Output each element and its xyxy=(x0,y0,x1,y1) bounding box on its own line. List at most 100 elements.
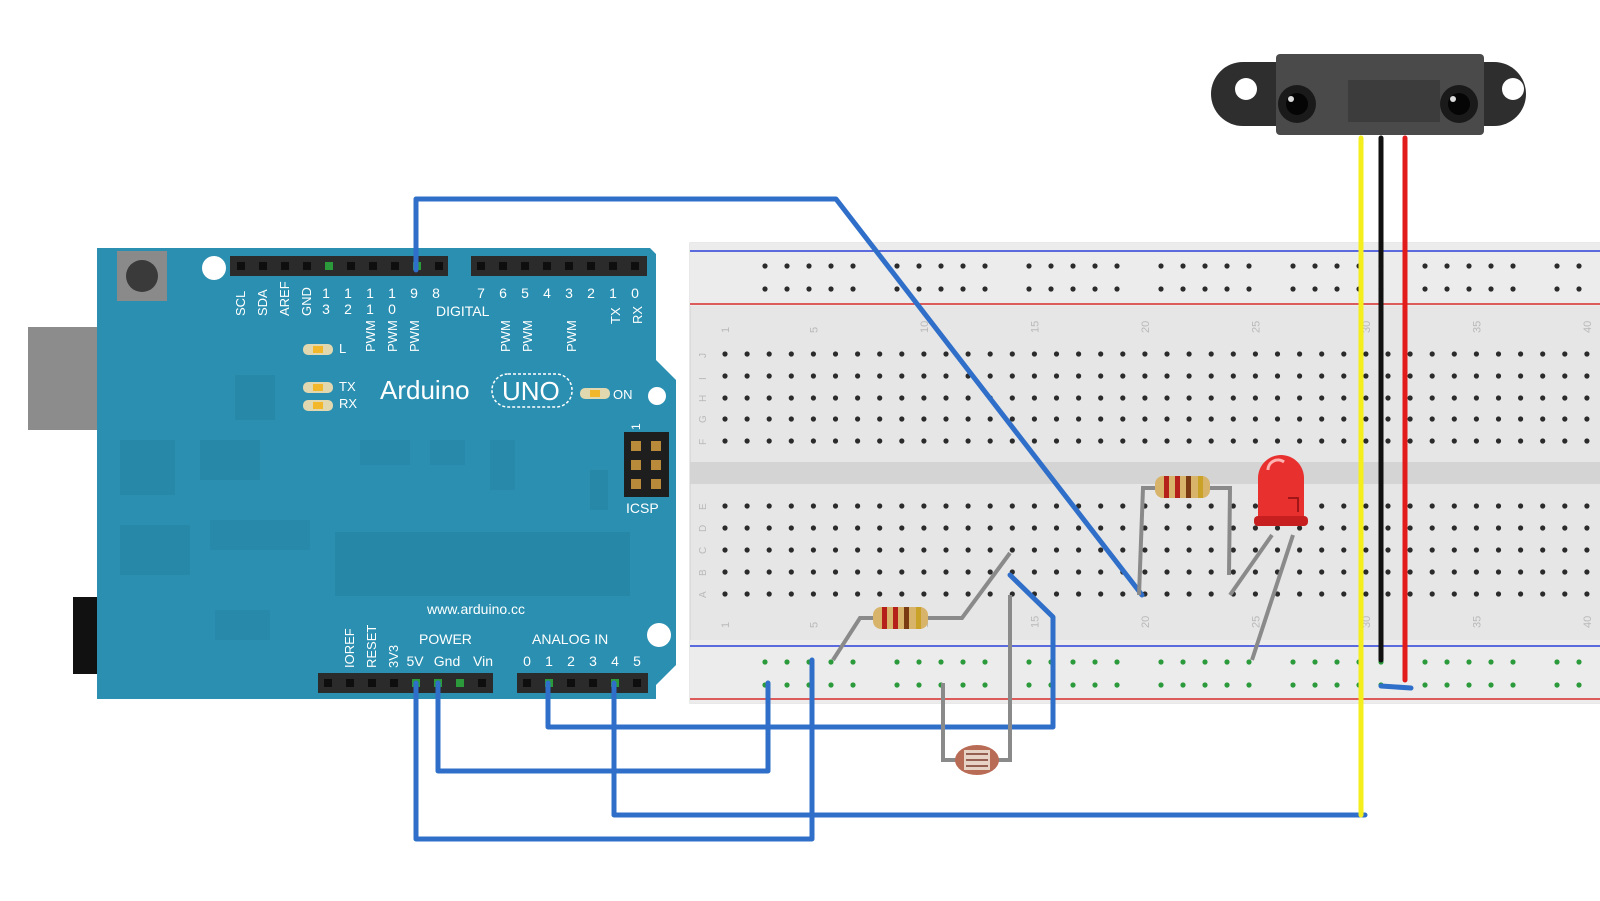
rail-hole-connected xyxy=(762,659,768,665)
breadboard-hole xyxy=(899,591,905,597)
breadboard-hole xyxy=(722,416,728,422)
breadboard-hole xyxy=(1142,438,1148,444)
header-pins xyxy=(237,262,641,687)
breadboard-hole xyxy=(1473,438,1479,444)
rail-hole xyxy=(1246,263,1252,269)
rail-hole xyxy=(982,286,988,292)
breadboard-hole xyxy=(877,547,883,553)
breadboard-hole xyxy=(1540,503,1546,509)
icsp-header xyxy=(624,432,669,497)
breadboard-hole xyxy=(1076,395,1082,401)
rail-hole-connected xyxy=(784,682,790,688)
breadboard-hole xyxy=(1429,591,1435,597)
breadboard-column-number: 20 xyxy=(1140,321,1152,333)
rail-hole-connected xyxy=(1488,659,1494,665)
breadboard-hole xyxy=(1053,569,1060,575)
breadboard-hole xyxy=(788,438,794,444)
icsp-pin xyxy=(651,460,661,470)
header-pin xyxy=(303,262,311,270)
breadboard-hole xyxy=(1473,569,1479,575)
breadboard-hole xyxy=(1076,547,1082,553)
breadboard-hole xyxy=(1297,395,1303,401)
rail-hole xyxy=(828,263,834,269)
rail-hole xyxy=(850,263,856,269)
breadboard-hole xyxy=(1451,525,1457,531)
breadboard-hole xyxy=(1451,547,1457,553)
rail-hole-connected xyxy=(1158,682,1164,688)
rail-hole xyxy=(762,286,768,292)
breadboard-hole xyxy=(987,373,993,379)
serial-pin-label: RX xyxy=(630,306,645,324)
breadboard-hole xyxy=(1031,351,1037,357)
breadboard-hole xyxy=(1363,373,1369,379)
breadboard-hole xyxy=(788,525,794,531)
rail-hole xyxy=(806,286,812,292)
breadboard-hole xyxy=(1164,351,1170,357)
breadboard-hole xyxy=(1495,525,1502,531)
breadboard-hole xyxy=(1208,416,1214,422)
breadboard-hole xyxy=(1451,438,1457,444)
breadboard-hole xyxy=(1407,438,1413,444)
breadboard-hole xyxy=(1076,373,1082,379)
rail-hole-connected xyxy=(1422,682,1428,688)
breadboard-hole xyxy=(1252,503,1258,509)
breadboard-hole xyxy=(1473,373,1479,379)
rail-hole xyxy=(1510,286,1516,292)
rail-hole-connected xyxy=(1554,659,1560,665)
rail-hole xyxy=(916,286,922,292)
breadboard-hole xyxy=(1540,351,1546,357)
pwm-label: PWM xyxy=(363,320,378,352)
breadboard-hole xyxy=(877,438,883,444)
breadboard-hole xyxy=(1098,525,1104,531)
breadboard-hole xyxy=(722,351,728,357)
breadboard-hole xyxy=(921,373,927,379)
rail-hole xyxy=(1026,263,1032,269)
breadboard-hole xyxy=(766,438,772,444)
breadboard-hole xyxy=(1407,547,1413,553)
breadboard-hole xyxy=(1363,547,1369,553)
rail-hole xyxy=(784,263,790,269)
breadboard-hole xyxy=(1385,416,1391,422)
breadboard-hole xyxy=(744,351,750,357)
breadboard-hole xyxy=(1341,395,1347,401)
rail-hole-connected xyxy=(938,659,944,665)
breadboard-hole xyxy=(1076,525,1082,531)
breadboard-hole xyxy=(1495,569,1502,575)
rail-hole xyxy=(1048,263,1054,269)
digital-pin-number: 3 xyxy=(565,285,573,301)
breadboard-hole xyxy=(766,503,772,509)
analog-pin-label: 3 xyxy=(589,653,597,669)
header-pin xyxy=(631,262,639,270)
rail-hole xyxy=(1092,263,1098,269)
breadboard-hole xyxy=(1518,547,1524,553)
breadboard-hole xyxy=(1120,525,1126,531)
breadboard-hole xyxy=(788,373,794,379)
breadboard-hole xyxy=(1009,438,1015,444)
rail-hole-connected xyxy=(982,682,988,688)
mount-hole xyxy=(648,387,666,405)
rail-hole-connected xyxy=(1114,659,1120,665)
rail-hole xyxy=(1070,263,1076,269)
breadboard-hole xyxy=(810,525,817,531)
breadboard-hole xyxy=(965,547,971,553)
breadboard-hole xyxy=(1341,503,1347,509)
wire-digital9-to-breadboard xyxy=(413,196,1145,598)
breadboard-hole xyxy=(722,503,728,509)
led-on-label: ON xyxy=(613,387,633,402)
breadboard-hole xyxy=(1164,503,1170,509)
rail-hole xyxy=(1554,263,1560,269)
breadboard-hole xyxy=(1053,591,1060,597)
breadboard-hole xyxy=(1142,525,1148,531)
breadboard-hole xyxy=(1142,373,1148,379)
breadboard-hole xyxy=(921,525,927,531)
breadboard-hole xyxy=(987,438,993,444)
breadboard-hole xyxy=(987,547,993,553)
rail-hole-connected xyxy=(1334,682,1340,688)
breadboard-hole xyxy=(1297,591,1303,597)
breadboard-hole xyxy=(1208,395,1214,401)
rail-hole xyxy=(1510,263,1516,269)
breadboard-hole xyxy=(1142,351,1148,357)
breadboard-hole xyxy=(722,569,728,575)
breadboard-hole xyxy=(1495,591,1502,597)
breadboard-hole xyxy=(1274,547,1281,553)
